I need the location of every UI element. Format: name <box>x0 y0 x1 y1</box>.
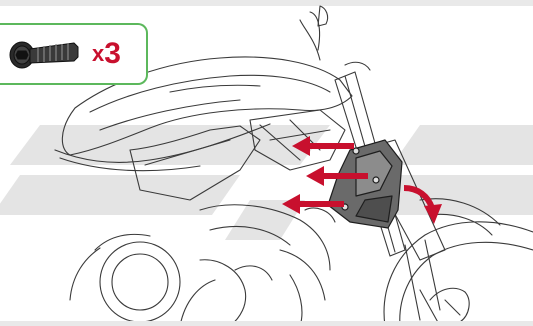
arrow-middle <box>306 166 368 186</box>
background-watermark <box>0 125 533 240</box>
bottom-border <box>0 321 533 326</box>
top-border <box>0 0 533 6</box>
rotation-arrow <box>403 185 435 210</box>
quantity-value: 3 <box>104 37 121 70</box>
rotation-arrow-head <box>424 204 442 224</box>
fuel-tank <box>61 56 353 156</box>
arrow-upper <box>292 136 354 156</box>
quantity-label: x3 <box>92 39 121 69</box>
direction-arrows <box>282 136 368 214</box>
screw-icon <box>9 41 79 69</box>
hardware-callout: x3 <box>0 23 148 85</box>
quantity-prefix: x <box>92 41 105 66</box>
front-wheel <box>383 221 533 326</box>
mounting-bracket <box>327 139 403 229</box>
arrow-lower <box>282 194 344 214</box>
